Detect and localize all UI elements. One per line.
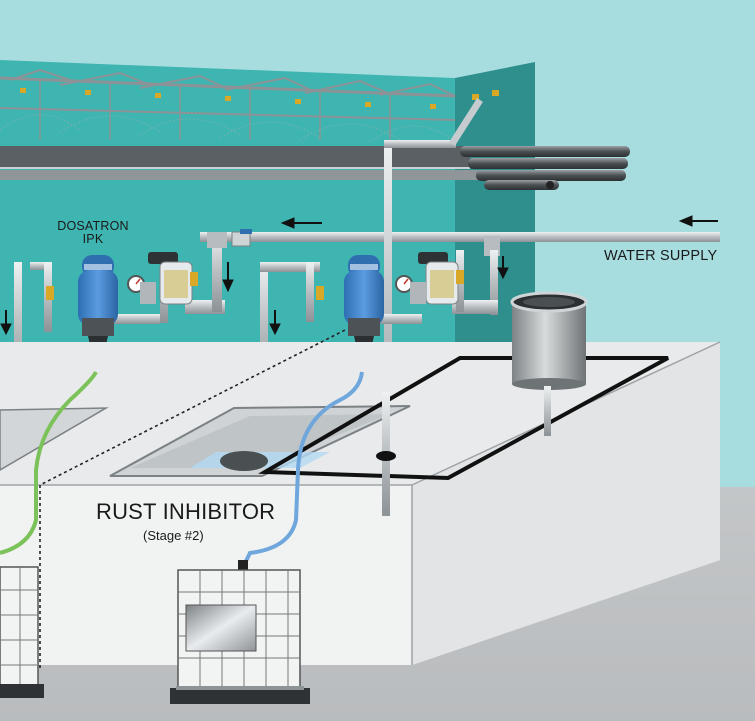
- drum-icon: [510, 291, 588, 436]
- filter-icon: [140, 252, 193, 305]
- tank-opening: [0, 356, 669, 481]
- conveyor-rollers: [0, 146, 630, 190]
- hose-fitting: [238, 560, 248, 572]
- pressure-gauge-icon: [395, 275, 413, 293]
- arrow-icon: [222, 262, 234, 293]
- arrow-icon: [678, 215, 718, 227]
- pipe-port: [376, 451, 396, 461]
- ibc-tote-icon: [0, 566, 44, 698]
- hose-blue: [242, 371, 364, 566]
- booth-side-panel: [455, 62, 535, 342]
- arrow-icon: [269, 310, 281, 336]
- spray-rack: [0, 68, 499, 143]
- hose-green: [0, 371, 98, 555]
- ibc-tote-icon: [170, 569, 310, 704]
- dosatron-pump-icon: [344, 255, 384, 372]
- pump-label-line2: IPK: [82, 232, 104, 247]
- booth-front-panel: [0, 60, 455, 342]
- tank-stage-label: (Stage #2): [143, 528, 204, 543]
- arrow-icon: [497, 256, 509, 280]
- conveyor-frame: [0, 170, 560, 180]
- water-supply-label: WATER SUPPLY: [604, 248, 718, 264]
- filter-icon: [410, 252, 459, 305]
- water-supply-pipe: [200, 98, 720, 516]
- pump-label: DOSATRON IPK: [50, 219, 136, 247]
- arrow-icon: [0, 310, 12, 336]
- arrow-icon: [280, 217, 322, 229]
- tank-name-label: RUST INHIBITOR: [96, 499, 276, 524]
- valve-icon: [46, 229, 464, 300]
- pump-label-line1: DOSATRON: [57, 219, 129, 233]
